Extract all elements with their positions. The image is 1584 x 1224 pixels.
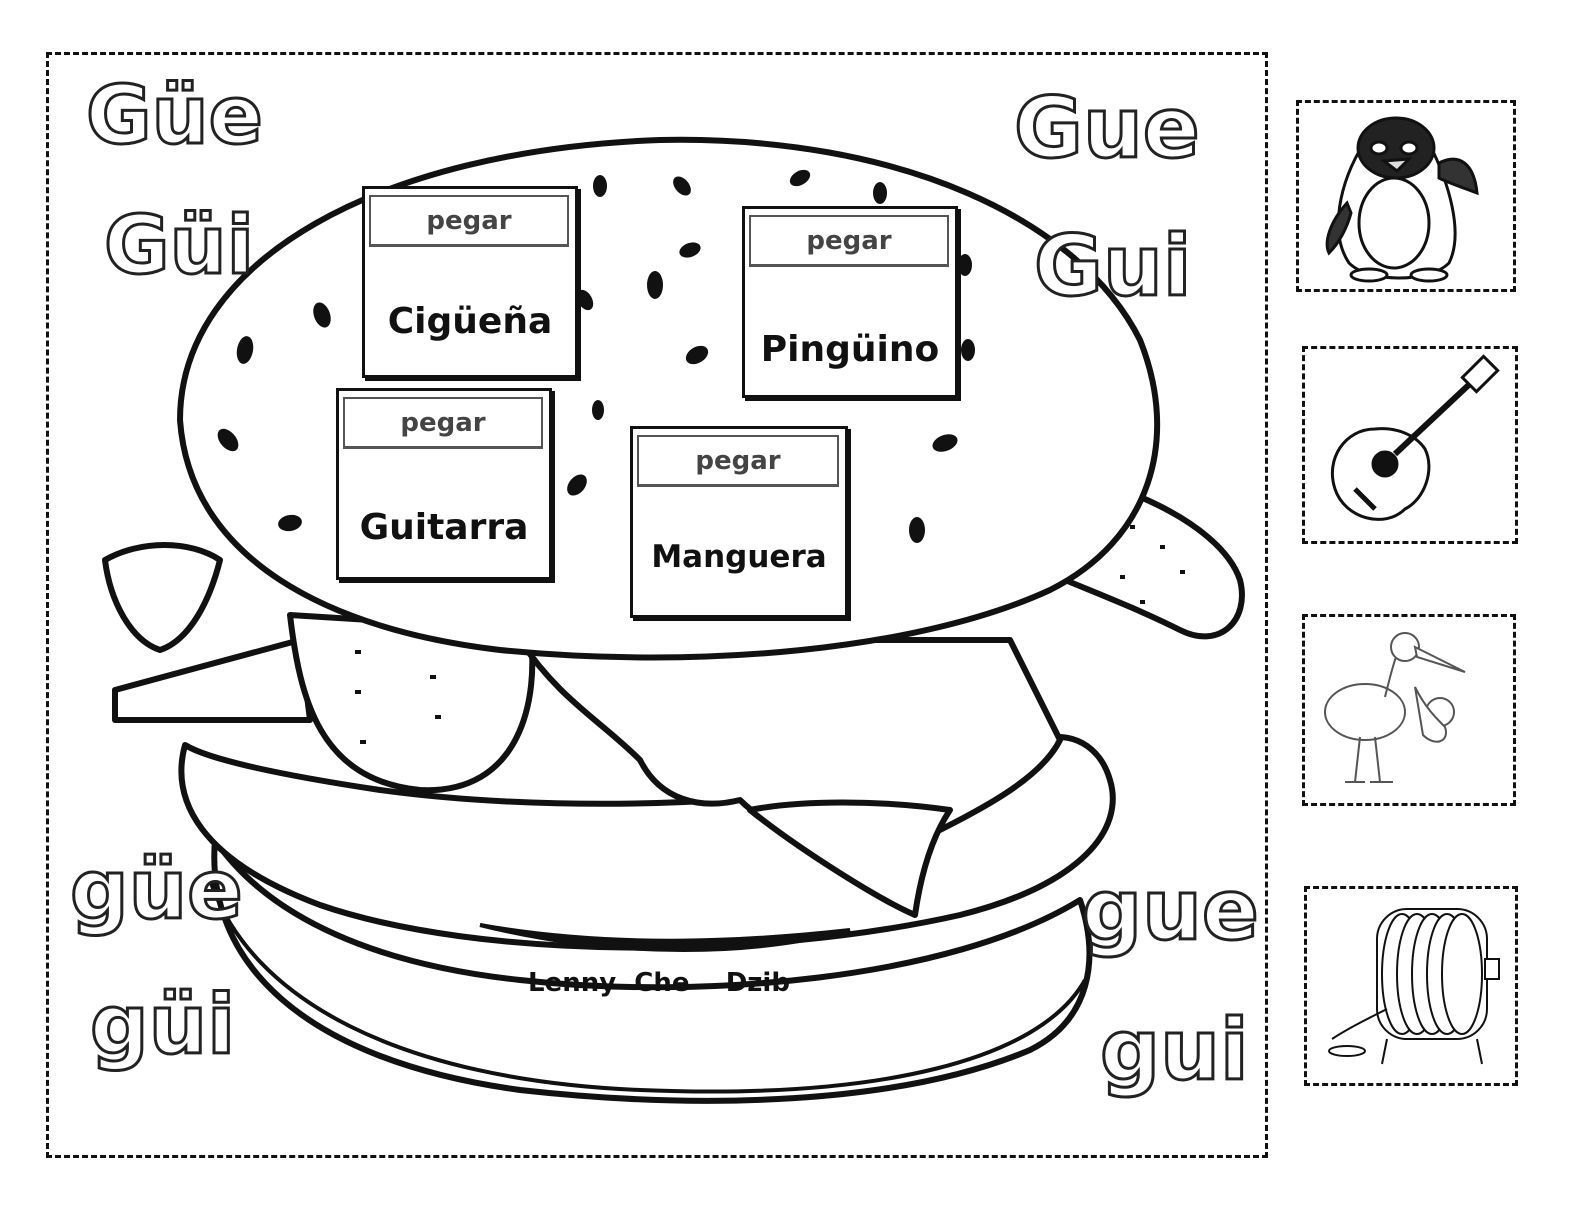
picture-cutout[interactable]	[1302, 346, 1518, 544]
penguin-icon	[1325, 116, 1479, 283]
syllable-label: gui	[1099, 1001, 1251, 1099]
syllable-label: Gui	[1033, 217, 1194, 315]
syllable-label: gue	[1081, 861, 1261, 959]
paste-card[interactable]: pegar Manguera	[630, 426, 848, 618]
picture-cutout[interactable]	[1302, 614, 1516, 806]
paste-card[interactable]: pegar Guitarra	[336, 388, 552, 580]
syllable-label: Gue	[1013, 79, 1202, 177]
card-word: Cigüeña	[387, 301, 553, 342]
card-header: pegar	[637, 435, 839, 487]
syllable-label: Güe	[85, 69, 265, 162]
card-word: Pingüino	[760, 329, 940, 370]
paste-card[interactable]: pegar Pingüino	[742, 206, 958, 398]
card-header: pegar	[749, 215, 949, 267]
hose-reel-icon	[1328, 908, 1500, 1065]
syllable-label: Güi	[102, 199, 255, 292]
card-header: pegar	[343, 397, 543, 449]
syllable-label: güe	[69, 843, 245, 938]
paste-card[interactable]: pegar Cigüeña	[362, 186, 578, 378]
author-name: Lenny Che Dzib	[528, 968, 790, 998]
guitar-icon	[1330, 354, 1500, 521]
picture-cutout[interactable]	[1296, 100, 1516, 292]
worksheet-frame	[46, 52, 1268, 1158]
card-word: Guitarra	[359, 507, 529, 548]
card-word: Manguera	[651, 539, 827, 575]
card-header: pegar	[369, 195, 569, 247]
syllable-label: güi	[88, 978, 236, 1073]
stork-icon	[1324, 632, 1466, 783]
picture-cutout[interactable]	[1304, 886, 1518, 1086]
